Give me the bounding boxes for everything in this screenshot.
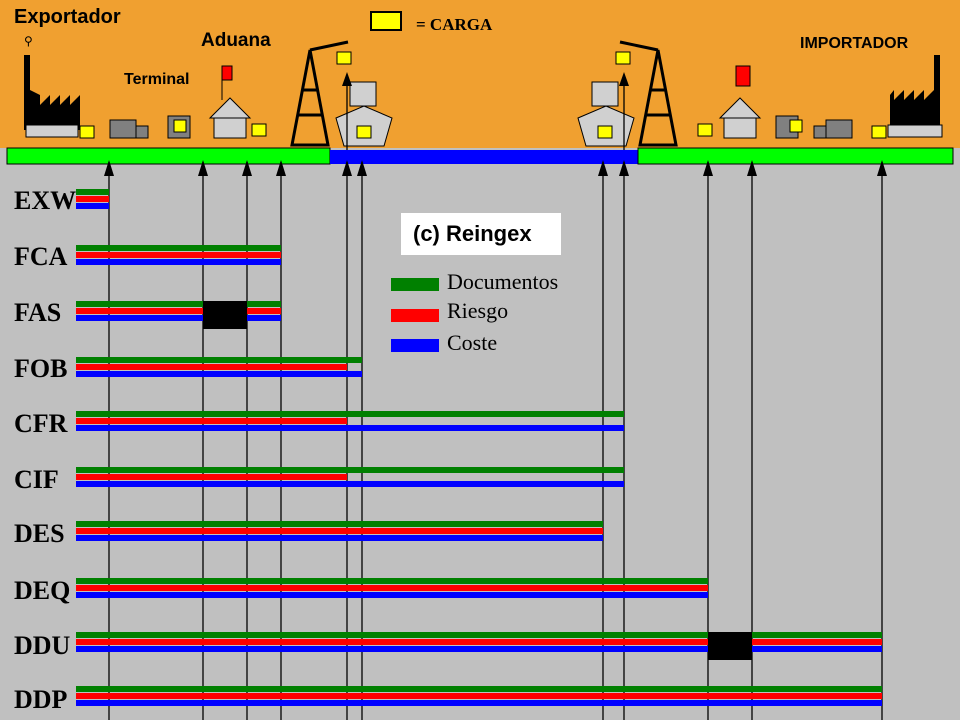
crane-icon [619, 40, 678, 147]
coste-bar [76, 592, 708, 598]
term-label-ddp: DDP [14, 685, 68, 714]
arrow-head-icon [104, 160, 114, 176]
arrow-head-icon [342, 72, 352, 86]
riesgo-bar [76, 585, 708, 591]
documentos-bar [76, 189, 109, 195]
truck-icon [813, 119, 853, 139]
arrow-head-icon [877, 160, 887, 176]
truck-icon [775, 115, 803, 139]
riesgo-bar [76, 308, 281, 314]
arrow-head-icon [619, 160, 629, 176]
documentos-bar [76, 245, 281, 251]
legend-swatch-riesgo [391, 309, 439, 322]
riesgo-bar [76, 364, 347, 370]
arrow-head-icon [747, 160, 757, 176]
riesgo-bar [76, 528, 603, 534]
ship-icon [335, 81, 393, 147]
arrow-head-icon [342, 160, 352, 176]
documentos-bar [76, 632, 882, 638]
arrow-head-icon [198, 160, 208, 176]
cargo-box-icon [251, 123, 267, 137]
cargo-box-icon [871, 125, 887, 139]
customs-house-icon [208, 65, 252, 139]
term-label-cif: CIF [14, 465, 59, 494]
term-label-des: DES [14, 519, 65, 548]
legend-swatch-documentos [391, 278, 439, 291]
legend-label-documentos: Documentos [447, 269, 559, 294]
term-label-ddu: DDU [14, 631, 71, 660]
arrow-head-icon [598, 160, 608, 176]
arrow-head-icon [619, 72, 629, 86]
exporter-factory-icon: ⚲ [24, 34, 80, 138]
carga-legend-label: = CARGA [416, 15, 493, 34]
truck-icon [109, 119, 149, 139]
coste-bar [76, 535, 603, 541]
coste-bar [76, 425, 624, 431]
cargo-box-icon [615, 51, 631, 65]
coste-bar [76, 700, 882, 706]
documentos-bar [76, 301, 281, 307]
legend-label-coste: Coste [447, 330, 498, 355]
riesgo-bar [76, 418, 347, 424]
importador-label: IMPORTADOR [800, 35, 909, 52]
customs-block [203, 301, 247, 329]
riesgo-bar [76, 196, 109, 202]
riesgo-bar [76, 474, 347, 480]
documentos-bar [76, 411, 624, 417]
arrow-head-icon [276, 160, 286, 176]
arrow-head-icon [242, 160, 252, 176]
customs-block [708, 632, 752, 660]
ship-icon [577, 81, 635, 147]
cargo-box-icon [336, 51, 352, 65]
arrow-head-icon [703, 160, 713, 176]
coste-bar [76, 203, 109, 209]
term-label-fca: FCA [14, 242, 68, 271]
term-label-deq: DEQ [14, 576, 71, 605]
term-label-fas: FAS [14, 298, 62, 327]
arrow-head-icon [357, 160, 367, 176]
importer-factory-icon [887, 55, 943, 138]
coste-bar [76, 259, 281, 265]
cargo-legend-swatch [370, 11, 402, 31]
land-export [6, 147, 331, 165]
documentos-bar [76, 467, 624, 473]
customs-house-icon [718, 65, 762, 139]
term-label-exw: EXW [14, 186, 77, 215]
coste-bar [76, 315, 281, 321]
cargo-box-icon [697, 123, 713, 137]
sea [330, 150, 638, 164]
riesgo-bar [76, 639, 882, 645]
exportador-label: Exportador [14, 6, 121, 28]
legend-swatch-coste [391, 339, 439, 352]
coste-bar [76, 371, 362, 377]
documentos-bar [76, 357, 362, 363]
documentos-bar [76, 578, 708, 584]
documentos-bar [76, 686, 882, 692]
terminal-label: Terminal [124, 71, 190, 88]
truck-icon [167, 115, 191, 139]
svg-text:⚲: ⚲ [24, 34, 33, 48]
riesgo-bar [76, 693, 882, 699]
coste-bar [76, 481, 624, 487]
legend-label-riesgo: Riesgo [447, 298, 509, 323]
credit-label: (c) Reingex [401, 213, 561, 255]
term-label-fob: FOB [14, 354, 68, 383]
coste-bar [76, 646, 882, 652]
land-import [637, 147, 954, 165]
documentos-bar [76, 521, 603, 527]
aduana-label: Aduana [201, 30, 271, 51]
crane-icon [290, 40, 349, 147]
cargo-box-icon [79, 125, 95, 139]
riesgo-bar [76, 252, 281, 258]
term-label-cfr: CFR [14, 409, 68, 438]
